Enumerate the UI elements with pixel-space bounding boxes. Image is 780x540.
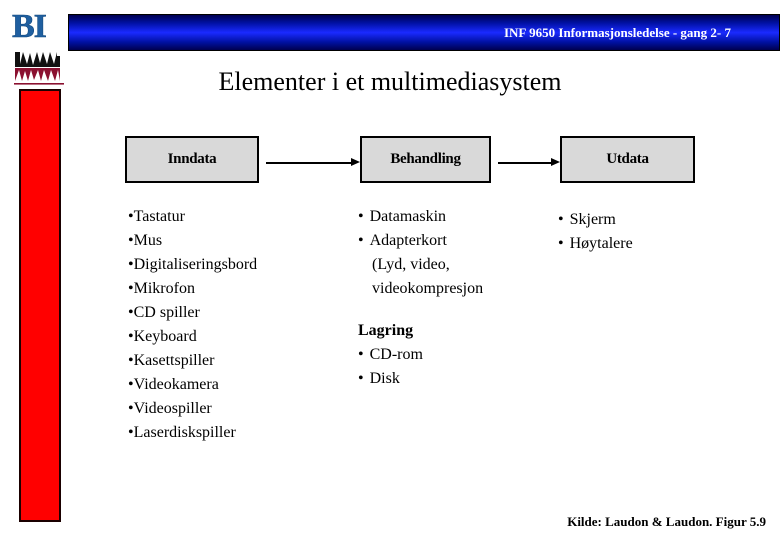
list-item-label: Videospiller [133, 400, 212, 417]
list-item: •Digitaliseringsbord [128, 253, 343, 277]
bullet-icon: • [558, 211, 564, 228]
list-item: • Datamaskin [358, 205, 538, 229]
list-item-label: Laserdiskspiller [133, 424, 236, 441]
list-item-continuation: (Lyd, video, [372, 256, 450, 273]
list-item-label: Datamaskin [369, 208, 447, 225]
list-item: •Tastatur [128, 205, 343, 229]
bullet-icon: • [358, 370, 364, 387]
list-item-continuation: videokompresjon [372, 280, 484, 297]
list-item-label: Videokamera [133, 376, 219, 393]
bullet-icon: • [128, 208, 134, 225]
list-item-label: Kasettspiller [133, 352, 215, 369]
arrow-line [266, 162, 352, 164]
list-item: • CD-rom [358, 343, 538, 367]
header-title: INF 9650 Informasjonsledelse - gang 2- 7 [503, 24, 731, 40]
list-item-label: Mikrofon [133, 280, 195, 297]
bullet-icon: • [128, 256, 134, 273]
list-item: •CD spiller [128, 301, 343, 325]
flow-box-utdata: Utdata [560, 136, 700, 188]
source-caption: Kilde: Laudon & Laudon. Figur 5.9 [567, 514, 766, 529]
arrow-head-icon [351, 158, 360, 166]
list-item-label: Mus [133, 232, 163, 249]
brand-logo: BI [12, 8, 68, 90]
list-item-label: CD-rom [369, 346, 423, 363]
bullet-icon: • [358, 232, 364, 249]
list-item: • Adapterkort [358, 229, 538, 253]
page-title: Elementer i et multimediasystem [218, 67, 562, 96]
processing-list: • Datamaskin • Adapterkort (Lyd, video, vi… [358, 205, 538, 391]
list-item-label: Digitaliseringsbord [133, 256, 258, 273]
list-item-label: Disk [369, 370, 400, 387]
arrow-head-icon [551, 158, 560, 166]
arrow-line [498, 162, 552, 164]
list-item-label: Høytalere [569, 235, 633, 252]
header-bar: INF 9650 Informasjonsledelse - gang 2- 7 [68, 14, 780, 51]
arrow-behandling-to-utdata [498, 158, 560, 167]
flow-box-inndata: Inndata [125, 136, 264, 188]
bullet-icon: • [128, 328, 134, 345]
bullet-icon: • [128, 280, 134, 297]
list-item: •Videospiller [128, 397, 343, 421]
list-item-label: Adapterkort [369, 232, 447, 249]
bullet-icon: • [358, 346, 364, 363]
input-device-list: •Tastatur •Mus •Digitaliseringsbord •Mik… [128, 205, 343, 445]
bullet-icon: • [358, 208, 364, 225]
list-item: • Skjerm [558, 208, 738, 232]
flow-box-behandling: Behandling [360, 136, 496, 188]
bullet-icon: • [128, 376, 134, 393]
list-item-label: Skjerm [569, 211, 616, 228]
output-device-list: • Skjerm • Høytalere [558, 208, 738, 256]
bullet-icon: • [128, 304, 134, 321]
list-item: •Kasettspiller [128, 349, 343, 373]
list-item: •Videokamera [128, 373, 343, 397]
bullet-icon: • [558, 235, 564, 252]
flow-box-label: Utdata [606, 151, 649, 167]
list-item: •Mus [128, 229, 343, 253]
bullet-icon: • [128, 232, 134, 249]
list-item: • Høytalere [558, 232, 738, 256]
list-item: • Disk [358, 367, 538, 391]
list-item-label: CD spiller [133, 304, 200, 321]
subsection-heading-lagring: Lagring [358, 322, 414, 339]
bi-wordmark: BI [12, 8, 48, 45]
red-accent-bar [19, 89, 61, 522]
flow-box-label: Inndata [167, 151, 217, 167]
bullet-icon: • [128, 400, 134, 417]
list-item-label: Keyboard [133, 328, 197, 345]
list-item: •Keyboard [128, 325, 343, 349]
bullet-icon: • [128, 352, 134, 369]
list-item: •Laserdiskspiller [128, 421, 343, 445]
list-item-label: Tastatur [133, 208, 185, 225]
bullet-icon: • [128, 424, 134, 441]
flow-box-label: Behandling [390, 151, 461, 167]
arrow-inndata-to-behandling [266, 158, 360, 167]
nmh-zigzag-mark [14, 52, 64, 85]
list-item: •Mikrofon [128, 277, 343, 301]
